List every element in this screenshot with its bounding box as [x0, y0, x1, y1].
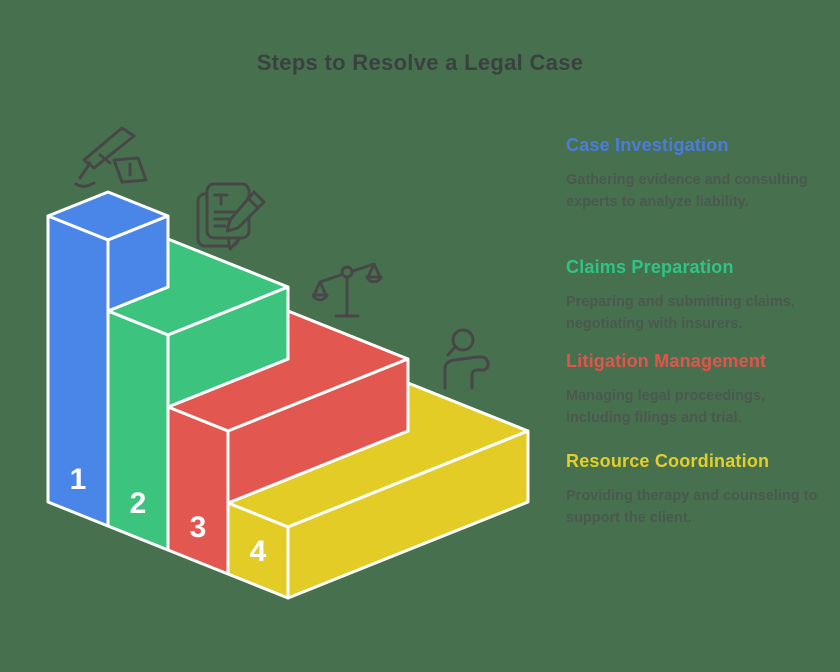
scales-of-justice-icon [312, 262, 383, 318]
step-2-heading: Claims Preparation [566, 257, 734, 277]
step-1-heading: Case Investigation [566, 135, 729, 155]
person-support-icon [443, 328, 490, 390]
step-1-front-face [46, 214, 110, 528]
step-4-number: 4 [250, 535, 267, 568]
page-title: Steps to Resolve a Legal Case [256, 50, 584, 75]
step-1-description: Gathering evidence and consulting expert… [566, 172, 808, 210]
steps-legend: Case Investigation Gathering evidence an… [566, 0, 820, 672]
step-3-heading: Litigation Management [566, 351, 767, 371]
step-3-number: 3 [190, 511, 207, 544]
pen-signature-icon [74, 126, 148, 188]
step-section-1: Case Investigation Gathering evidence an… [566, 135, 820, 213]
step-2-number: 2 [130, 487, 147, 520]
step-4-description: Providing therapy and counseling to supp… [566, 488, 818, 526]
step-section-4: Resource Coordination Providing therapy … [566, 451, 820, 529]
step-3-description: Managing legal proceedings, including fi… [566, 388, 766, 426]
step-4-heading: Resource Coordination [566, 451, 770, 471]
document-edit-icon [196, 182, 266, 251]
step-2-description: Preparing and submitting claims, negotia… [566, 294, 795, 332]
step-3-front-face [166, 405, 230, 576]
step-1-number: 1 [70, 463, 87, 496]
step-section-3: Litigation Management Managing legal pro… [566, 351, 820, 429]
step-section-2: Claims Preparation Preparing and submitt… [566, 257, 820, 335]
